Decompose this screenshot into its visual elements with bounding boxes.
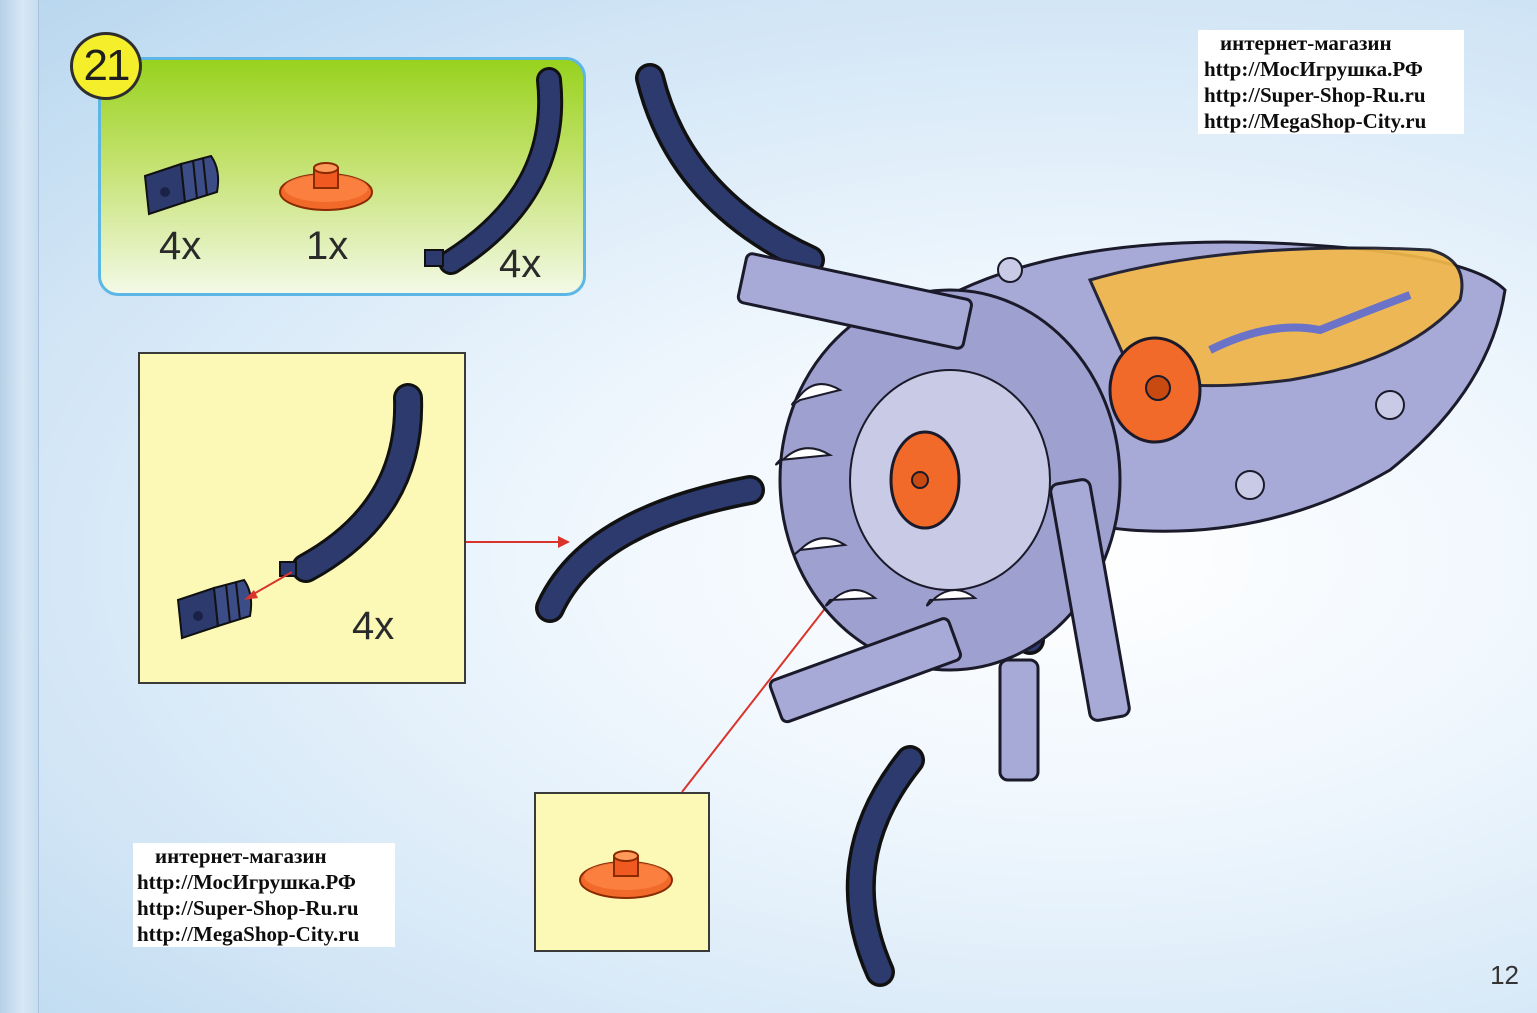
orange-round-plate-icon [279, 162, 373, 211]
shop-heading: интернет-магазин [155, 844, 327, 868]
connector-pin-icon [176, 578, 253, 640]
curved-tentacle-icon [279, 383, 424, 583]
step-number: 21 [83, 41, 131, 90]
page-number: 12 [1490, 960, 1519, 990]
shop-link[interactable]: http://MegaShop-City.ru [137, 922, 360, 946]
shop-link[interactable]: http://Super-Shop-Ru.ru [137, 896, 359, 920]
shop-link[interactable]: http://Super-Shop-Ru.ru [1204, 83, 1426, 107]
shop-link[interactable]: http://МосИгрушка.РФ [1204, 57, 1423, 81]
shop-info-top: интернет-магазин http://МосИгрушка.РФ ht… [1198, 30, 1464, 134]
book-spine [0, 0, 39, 1013]
shop-link[interactable]: http://MegaShop-City.ru [1204, 109, 1427, 133]
shop-link[interactable]: http://МосИгрушка.РФ [137, 870, 356, 894]
shop-heading: интернет-магазин [1220, 31, 1392, 55]
qty-connector: 4x [159, 224, 202, 268]
subassembly-to-model-arrow [466, 536, 570, 548]
connector-pin-icon [143, 154, 220, 216]
qty-tentacle: 4x [499, 242, 542, 286]
qty-subassembly: 4x [352, 604, 395, 648]
plate-detail-panel [534, 792, 710, 952]
subassembly-panel: 4x [138, 352, 466, 684]
squid-model-illustration [535, 63, 1507, 987]
step-number-badge: 21 [70, 32, 142, 100]
qty-plate: 1x [306, 224, 349, 268]
orange-round-plate-icon [579, 850, 673, 899]
shop-info-bottom: интернет-магазин http://МосИгрушка.РФ ht… [133, 843, 395, 947]
curved-tentacle-icon [424, 67, 564, 275]
assembly-arrow-icon [244, 571, 293, 600]
parts-list-panel: 4x 1x 4x [98, 57, 586, 296]
